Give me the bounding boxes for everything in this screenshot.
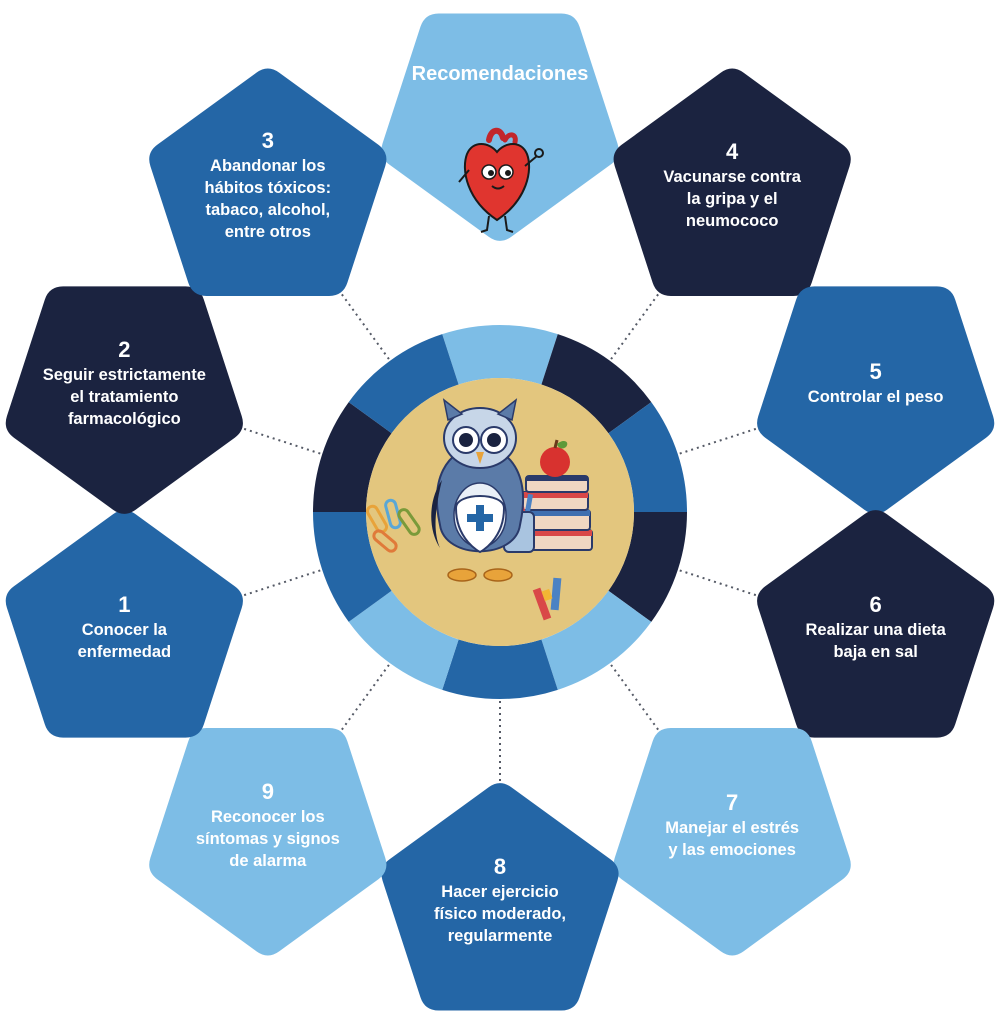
ring-segment [313,402,392,512]
pentagon-item-9 [149,728,387,956]
pentagon-item-5 [757,286,995,514]
pentagon-item-6 [757,510,995,738]
ring-segment [608,512,687,622]
dotted-connector [610,268,678,360]
pentagon-item-4 [613,68,851,296]
pentagon-item-2 [5,286,243,514]
apple-icon [540,439,570,477]
ring-segment [442,639,558,700]
dotted-connector [322,268,390,360]
ring-segment [541,334,652,434]
books-stack-icon [519,475,593,551]
paper-clips-icon [366,498,421,553]
segment-ring [313,325,687,700]
ring-segment [608,402,687,512]
ring-segment [348,590,459,690]
dotted-connector [322,664,390,756]
title-pentagon [381,13,619,241]
pentagon-item-1 [5,510,243,738]
owl-with-books-icon [366,398,593,621]
pentagon-item-3 [149,68,387,296]
dotted-connector [214,569,321,606]
pentagon-item-7 [613,728,851,956]
dotted-connector [679,569,786,606]
pentagons [5,13,995,1011]
heart-mascot-icon [458,127,544,233]
ring-segment [348,334,459,434]
ring-segment [313,512,392,622]
ring-segment [442,325,558,385]
dotted-connectors [214,268,786,812]
dotted-connector [679,418,786,455]
owl-icon [431,398,525,582]
ring-segment [541,590,652,690]
dotted-connector [610,664,678,756]
pentagon-item-8 [381,783,619,1011]
crayons-icon [532,577,562,621]
dotted-connector [214,418,321,455]
